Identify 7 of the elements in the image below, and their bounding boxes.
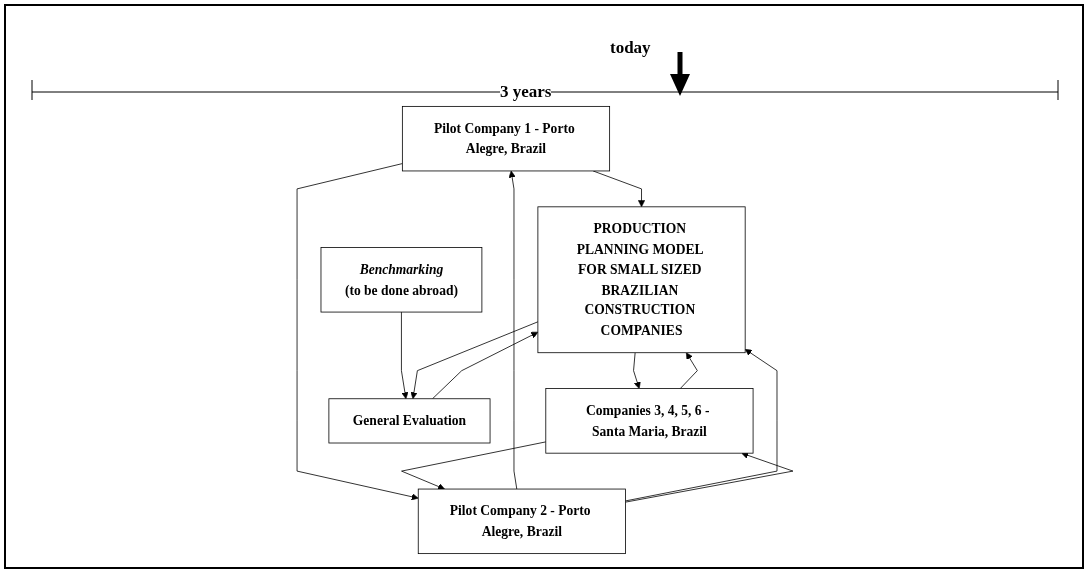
node-box: Benchmarking (to be done abroad) — [320, 247, 483, 313]
timeline-label: today — [610, 38, 651, 58]
node-box: Pilot Company 1 - Porto Alegre, Brazil — [401, 105, 611, 172]
node-box: PRODUCTION PLANNING MODEL FOR SMALL SIZED BRAZILIAN CONSTRUCTION COMPANIES — [537, 206, 746, 354]
node-box: Companies 3, 4, 5, 6 - Santa Maria, Brazil — [545, 388, 754, 454]
node-box: General Evaluation — [328, 398, 491, 444]
node-box: Pilot Company 2 - Porto Alegre, Brazil — [417, 488, 626, 554]
